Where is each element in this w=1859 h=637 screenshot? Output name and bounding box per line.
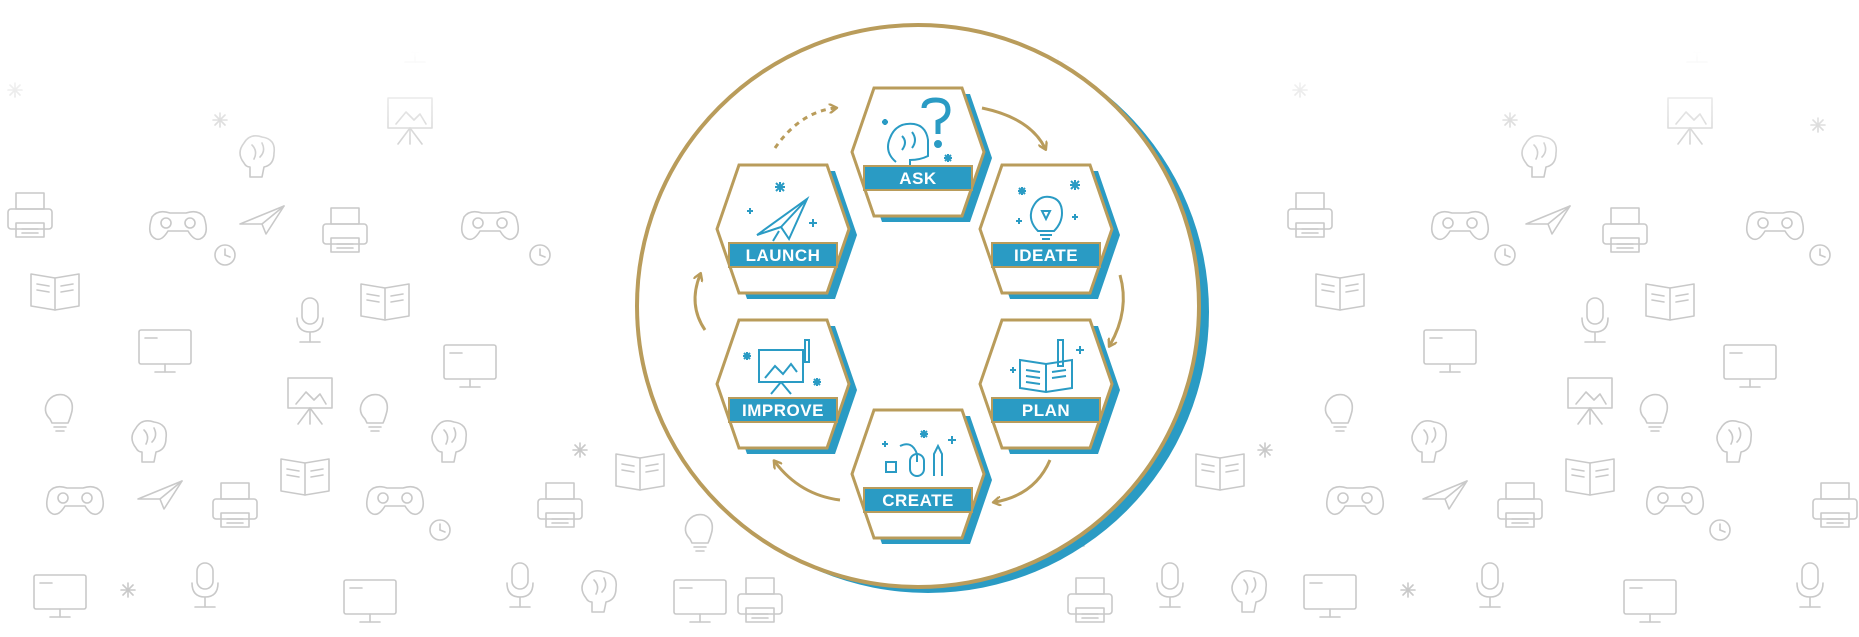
stage-label-improve: IMPROVE bbox=[742, 401, 824, 420]
arrow-ideate-to-plan bbox=[1110, 274, 1125, 345]
notebook-pencil-icon bbox=[1010, 339, 1084, 394]
paper-plane-icon bbox=[747, 182, 817, 242]
stage-launch: LAUNCH bbox=[715, 163, 857, 299]
stage-label-box bbox=[728, 397, 838, 423]
stage-plan: PLAN bbox=[978, 318, 1120, 454]
stage-label-create: CREATE bbox=[882, 491, 954, 510]
arrow-plan-to-create bbox=[995, 459, 1052, 502]
arrow-create-to-improve bbox=[775, 462, 841, 502]
brain-question-icon bbox=[882, 97, 952, 168]
stage-create: CREATE bbox=[850, 408, 992, 544]
stage-label-box bbox=[863, 487, 973, 513]
arrow-ask-to-ideate bbox=[981, 106, 1045, 148]
stage-improve: IMPROVE bbox=[715, 318, 857, 454]
stage-label-ask: ASK bbox=[899, 169, 937, 188]
stage-label-box bbox=[991, 242, 1101, 268]
stage-label-box bbox=[863, 165, 973, 191]
stage-label-box bbox=[991, 397, 1101, 423]
stage-ideate: IDEATE bbox=[978, 163, 1120, 299]
stage-label-launch: LAUNCH bbox=[746, 246, 821, 265]
easel-chart-icon bbox=[743, 339, 821, 395]
tools-mouse-icon bbox=[882, 430, 956, 477]
stage-ask: ASK bbox=[850, 86, 992, 222]
stage-label-ideate: IDEATE bbox=[1014, 246, 1078, 265]
arrow-improve-to-launch bbox=[695, 275, 707, 331]
stage-label-box bbox=[728, 242, 838, 268]
stage-label-plan: PLAN bbox=[1022, 401, 1070, 420]
lightbulb-icon bbox=[1016, 180, 1080, 240]
